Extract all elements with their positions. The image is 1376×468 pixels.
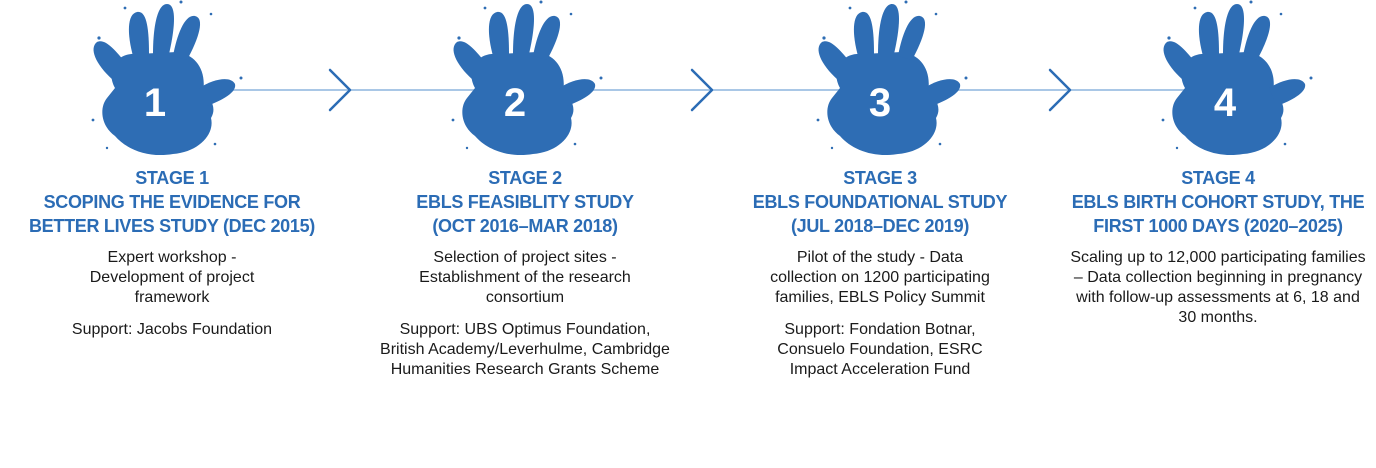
stage-label: STAGE 2 bbox=[488, 168, 562, 188]
stage-description: Scaling up to 12,000 participating famil… bbox=[1070, 249, 1366, 326]
stage-1: STAGE 1 SCOPING THE EVIDENCE FOR BETTER … bbox=[22, 166, 322, 352]
stage-support: Support: UBS Optimus Foundation, British… bbox=[380, 321, 670, 378]
stage-4: STAGE 4 EBLS BIRTH COHORT STUDY, THE FIR… bbox=[1068, 166, 1368, 340]
stage-title: STAGE 1 SCOPING THE EVIDENCE FOR BETTER … bbox=[22, 166, 322, 238]
stage-title-line: EBLS FOUNDATIONAL STUDY bbox=[752, 192, 1008, 212]
timeline: 1 2 3 4 bbox=[91, 0, 1313, 156]
stage-title-line: EBLS BIRTH COHORT STUDY, THE bbox=[1071, 192, 1365, 212]
hand-icon bbox=[91, 0, 243, 156]
stage-number: 2 bbox=[504, 81, 526, 125]
hand-icon bbox=[1161, 0, 1313, 156]
stage-title-line: SCOPING THE EVIDENCE FOR bbox=[43, 192, 301, 212]
stage-description: Selection of project sites - Establishme… bbox=[419, 249, 631, 306]
stage-title-line: BETTER LIVES STUDY (DEC 2015) bbox=[28, 216, 316, 236]
stage-title-line: EBLS FEASIBLITY STUDY bbox=[416, 192, 634, 212]
stage-number: 3 bbox=[869, 81, 891, 125]
stage-3: STAGE 3 EBLS FOUNDATIONAL STUDY (JUL 201… bbox=[730, 166, 1030, 392]
stage-title: STAGE 4 EBLS BIRTH COHORT STUDY, THE FIR… bbox=[1068, 166, 1368, 238]
stage-title: STAGE 2 EBLS FEASIBLITY STUDY (OCT 2016–… bbox=[375, 166, 675, 238]
hand-icon bbox=[451, 0, 603, 156]
stage-description: Expert workshop - Development of project… bbox=[89, 249, 255, 306]
hand-icon bbox=[816, 0, 968, 156]
stage-description: Pilot of the study - Data collection on … bbox=[770, 249, 990, 306]
stage-label: STAGE 1 bbox=[135, 168, 209, 188]
stage-support: Support: Jacobs Foundation bbox=[71, 321, 273, 338]
stage-label: STAGE 4 bbox=[1181, 168, 1255, 188]
stage-label: STAGE 3 bbox=[843, 168, 917, 188]
stage-number: 1 bbox=[144, 81, 166, 125]
stage-support: Support: Fondation Botnar, Consuelo Foun… bbox=[777, 321, 983, 378]
stage-number: 4 bbox=[1214, 81, 1237, 125]
stage-title-line: FIRST 1000 DAYS (2020–2025) bbox=[1093, 216, 1343, 236]
stage-title-line: (JUL 2018–DEC 2019) bbox=[790, 216, 970, 236]
stage-title-line: (OCT 2016–MAR 2018) bbox=[432, 216, 618, 236]
stage-title: STAGE 3 EBLS FOUNDATIONAL STUDY (JUL 201… bbox=[730, 166, 1030, 238]
stage-2: STAGE 2 EBLS FEASIBLITY STUDY (OCT 2016–… bbox=[375, 166, 675, 392]
